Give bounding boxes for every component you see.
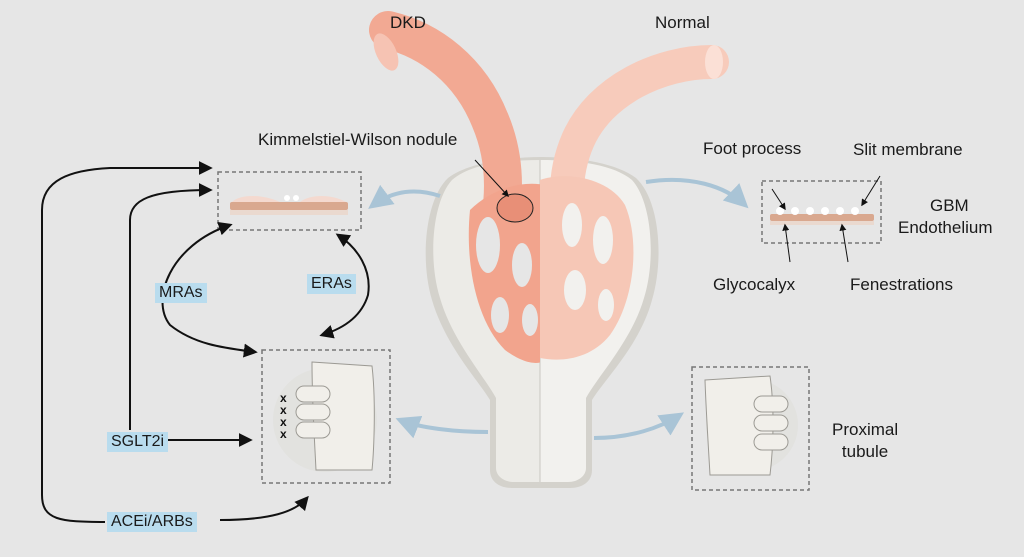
svg-text:x: x [280,427,287,441]
kimmelstiel-wilson-nodule [496,193,534,223]
dkd-capillary-tuft [468,183,540,363]
dkd-tubule-inset: x x x x [261,349,391,484]
svg-text:x: x [280,415,287,429]
foot-process-label: Foot process [703,139,802,158]
nodule-pointer [474,159,509,198]
nodule-label: Kimmelstiel-Wilson nodule [258,130,458,149]
eras-tag: ERAs [307,274,356,294]
slit-membrane-label: Slit membrane [853,140,963,159]
svg-text:x: x [280,403,287,417]
normal-tubule-inset [691,366,810,491]
svg-text:x: x [280,391,287,405]
endothelium-label: Endothelium [898,218,993,237]
flow-arrow-to-normal-tubule [593,412,685,440]
drug-action-arrows [41,161,370,523]
normal-filtration-barrier-inset [761,175,882,263]
proximal-tubule-label: Proximal tubule [832,420,899,462]
gbm-label: GBM [930,196,969,215]
flow-arrow-to-dkd-tubule [395,415,489,439]
normal-capillary-tuft [540,176,634,360]
acei-arbs-tag: ACEi/ARBs [107,512,197,532]
fenestrations-label: Fenestrations [850,275,953,294]
dkd-filtration-barrier-inset [217,171,362,231]
dkd-title: DKD [390,13,426,32]
sglt2i-tag: SGLT2i [107,432,169,452]
flow-arrow-to-normal-filter [645,177,749,209]
dkd-vessel [369,11,522,239]
mras-tag: MRAs [155,283,207,303]
glycocalyx-label: Glycocalyx [713,275,796,294]
normal-title: Normal [655,13,710,32]
flow-arrow-to-dkd-filter [368,184,441,209]
